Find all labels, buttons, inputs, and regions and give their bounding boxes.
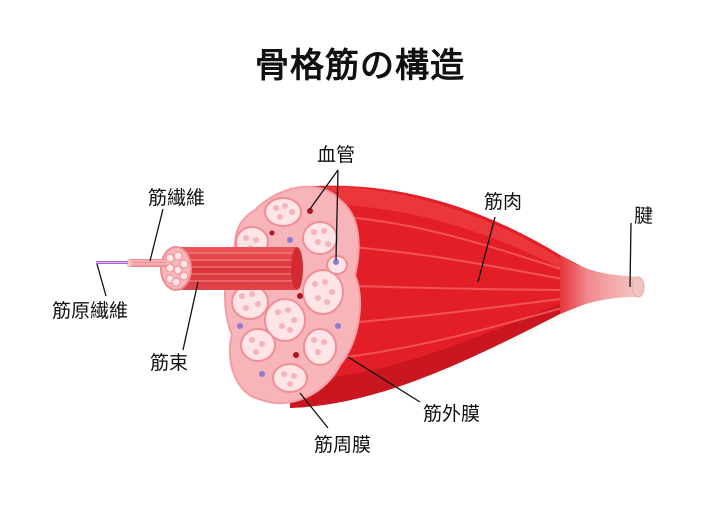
muscle-fibre: [126, 259, 166, 267]
label-blood-vessel: 血管: [317, 144, 356, 166]
muscle-shading-bottom: [290, 304, 560, 408]
label-muscle-bundle: 筋束: [150, 352, 189, 374]
vein-dots: [237, 237, 341, 377]
muscle-bundle: [160, 246, 303, 291]
blood-vessel-dots: [269, 208, 313, 358]
label-perimysium: 筋周膜: [314, 434, 372, 456]
leader-lines: [96, 169, 632, 429]
myofibril: [96, 261, 128, 264]
label-myofibril: 筋繊維: [148, 187, 206, 209]
diagram-title: 骨格筋の構造: [255, 46, 465, 86]
label-muscle: 筋肉: [484, 191, 523, 213]
label-epimysium: 筋外膜: [423, 403, 481, 425]
label-muscle-fiber: 筋原繊維: [52, 300, 129, 322]
tendon: [560, 255, 640, 314]
label-tendon: 腱: [634, 205, 654, 227]
tendon-end: [631, 276, 645, 298]
fibre-dots: [239, 203, 335, 387]
